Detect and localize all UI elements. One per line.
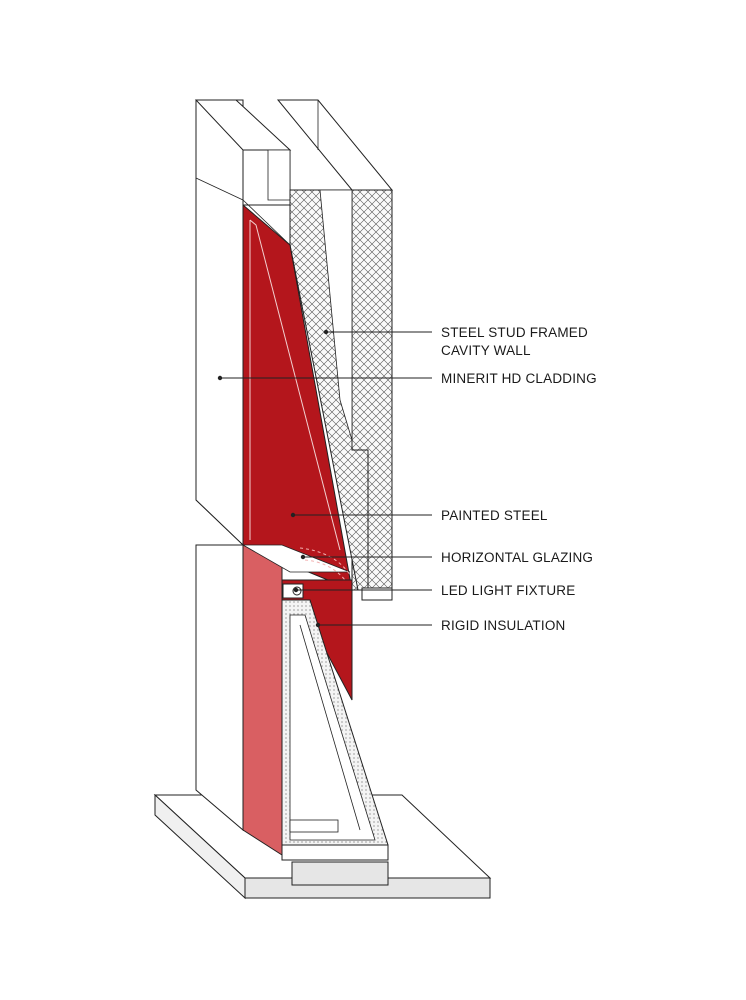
leader-dot-horizontal-glazing	[300, 554, 306, 560]
label-minerit: MINERIT HD CLADDING	[441, 371, 597, 386]
label-led-fixture: LED LIGHT FIXTURE	[441, 583, 575, 598]
leader-dot-rigid-insulation	[315, 622, 321, 628]
label-horizontal-glazing: HORIZONTAL GLAZING	[441, 550, 593, 565]
minerit-cladding-panel	[194, 99, 292, 832]
steel-stud-cavity-wall	[276, 99, 394, 601]
leader-dot-led-fixture	[293, 587, 299, 593]
label-rigid-insulation: RIGID INSULATION	[441, 618, 565, 633]
label-steel-stud-line2: CAVITY WALL	[441, 343, 531, 358]
leader-dot-steel-stud	[323, 329, 329, 335]
label-steel-stud-line1: STEEL STUD FRAMED	[441, 325, 588, 340]
callout-leaders	[217, 329, 432, 628]
rigid-insulation-box	[281, 599, 389, 861]
leader-dot-minerit	[217, 375, 223, 381]
callout-labels: STEEL STUD FRAMED CAVITY WALL MINERIT HD…	[441, 325, 597, 633]
leader-dot-painted-steel	[290, 512, 296, 518]
label-painted-steel: PAINTED STEEL	[441, 508, 548, 523]
led-light-fixture	[282, 583, 304, 599]
